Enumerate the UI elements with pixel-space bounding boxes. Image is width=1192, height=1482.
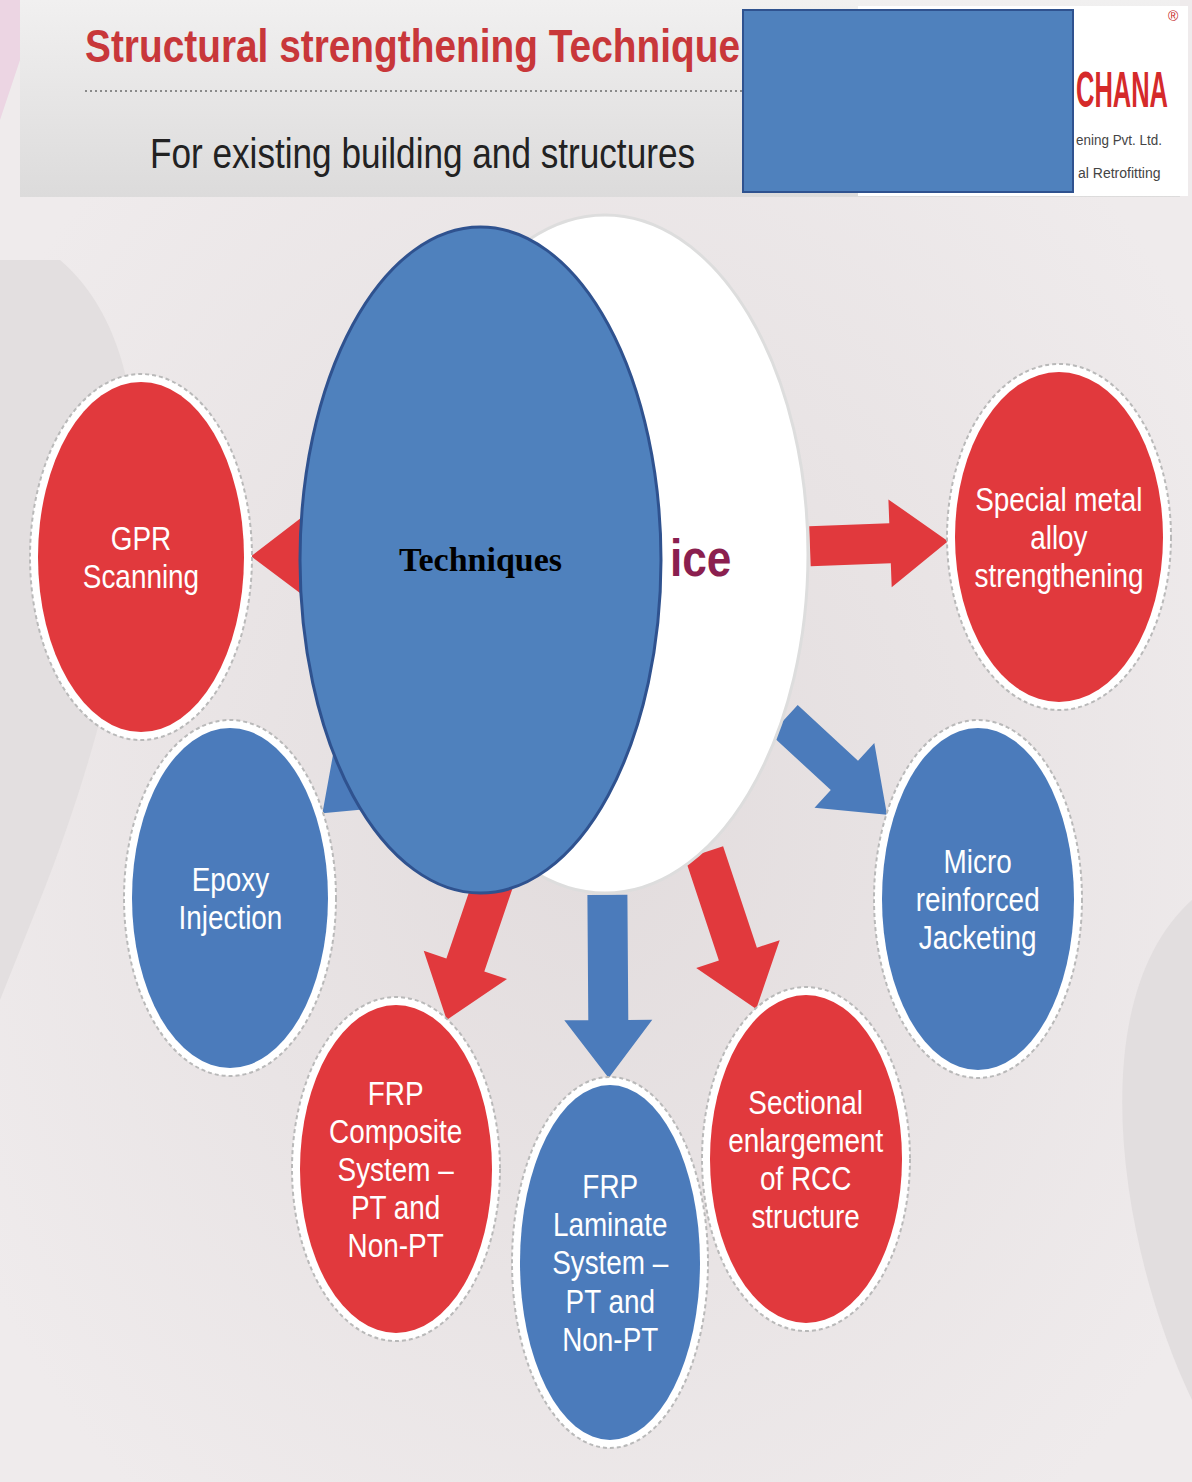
header-band	[20, 0, 1180, 197]
photo-shade	[1122, 900, 1192, 1400]
dashed-ring	[512, 1077, 708, 1448]
technique-label: FRP Laminate System – PT and Non-PT	[536, 1167, 684, 1357]
technique-label: FRP Composite System – PT and Non-PT	[318, 1074, 475, 1264]
technique-circle: GPR Scanning	[28, 372, 254, 742]
ellipse-shape	[300, 227, 661, 893]
technique-circle: Special metal alloy strengthening	[945, 362, 1173, 712]
colored-disc	[710, 995, 902, 1323]
center-ellipse: Techniques	[298, 225, 663, 895]
dashed-ring	[124, 720, 336, 1076]
technique-circle: Epoxy Injection	[122, 718, 338, 1078]
colored-disc	[955, 372, 1163, 702]
colored-disc	[520, 1085, 700, 1440]
dashed-ring	[30, 374, 252, 740]
header-label: al Retrofitting	[1078, 165, 1160, 181]
connector-arrow	[771, 705, 887, 815]
technique-label: Special metal alloy strengthening	[975, 480, 1144, 594]
colored-disc	[300, 1005, 492, 1333]
colored-disc	[132, 728, 328, 1068]
connector-arrow	[685, 846, 780, 1009]
technique-label: GPR Scanning	[57, 519, 224, 595]
technique-circle: FRP Laminate System – PT and Non-PT	[510, 1075, 710, 1450]
technique-circle: Micro reinforced Jacketing	[872, 718, 1084, 1080]
connector-arrow	[564, 895, 652, 1078]
colored-disc	[882, 728, 1074, 1070]
ellipse-shape	[402, 215, 808, 893]
technique-label: Epoxy Injection	[150, 860, 310, 936]
header-label: ening Pvt. Ltd.	[1076, 131, 1162, 148]
header-label: CHANA	[1076, 62, 1168, 120]
technique-circle: Sectional enlargement of RCC structure	[700, 985, 912, 1333]
page-title: Structural strengthening Technique	[85, 20, 740, 73]
header-label: For existing building and structures	[150, 130, 695, 178]
dotted-rule	[85, 90, 745, 92]
dashed-ring	[874, 720, 1082, 1078]
dashed-ring	[292, 997, 500, 1341]
connector-arrow	[809, 499, 948, 587]
dashed-ring	[702, 987, 910, 1331]
center-label: ice	[670, 529, 731, 589]
center-label: Techniques	[399, 540, 562, 579]
colored-disc	[38, 382, 244, 732]
technique-label: Micro reinforced Jacketing	[900, 842, 1057, 956]
cover-rectangle	[743, 10, 1073, 192]
technique-circle: FRP Composite System – PT and Non-PT	[290, 995, 502, 1343]
technique-label: Sectional enlargement of RCC structure	[728, 1083, 885, 1235]
dashed-ring	[947, 364, 1171, 710]
header-label: ®	[1168, 8, 1178, 24]
